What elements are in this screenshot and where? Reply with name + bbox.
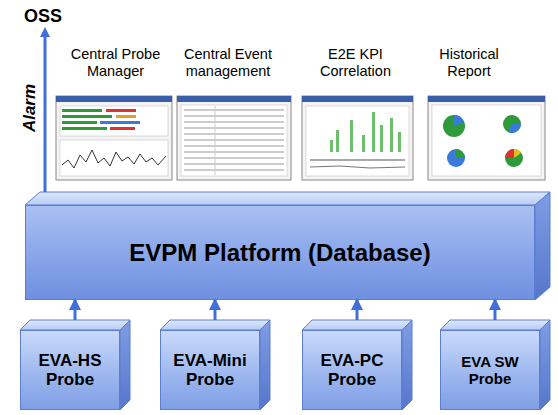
probe-arrow	[214, 300, 217, 320]
screenshot-historical-report	[428, 96, 545, 180]
system-label: OSS	[24, 6, 84, 27]
probe-faces	[20, 320, 550, 410]
arrow-label: Alarm	[20, 73, 40, 143]
probe-box: EVA-PC Probe	[302, 330, 402, 410]
screenshot-event-management	[177, 96, 291, 180]
platform-side-face	[535, 192, 550, 300]
box-text: EVA-Mini Probe	[169, 351, 251, 389]
screen-title: Historical Report	[424, 46, 514, 80]
box-text: EVA-HS Probe	[31, 351, 109, 389]
screenshot-probe-manager	[56, 96, 172, 180]
probe-arrow	[494, 300, 497, 320]
probe-box: EVA-HS Probe	[20, 330, 120, 410]
probe-arrow	[356, 300, 359, 320]
probe-box: EVA-Mini Probe	[160, 330, 260, 410]
box-text: EVPM Platform (Database)	[129, 239, 430, 267]
alarm-arrow	[44, 32, 47, 192]
box-text: EVA-PC Probe	[313, 351, 391, 389]
platform-top-face	[25, 192, 550, 205]
box-text: EVA SW Probe	[451, 353, 529, 387]
screenshot-kpi-chart	[302, 96, 413, 180]
screen-title: E2E KPI Correlation	[308, 46, 403, 80]
platform-box: EVPM Platform (Database)	[25, 205, 535, 300]
probe-box: EVA SW Probe	[440, 330, 540, 410]
screen-title: Central Probe Manager	[58, 46, 173, 80]
screen-title: Central Event management	[168, 46, 288, 80]
probe-arrow	[74, 300, 77, 320]
